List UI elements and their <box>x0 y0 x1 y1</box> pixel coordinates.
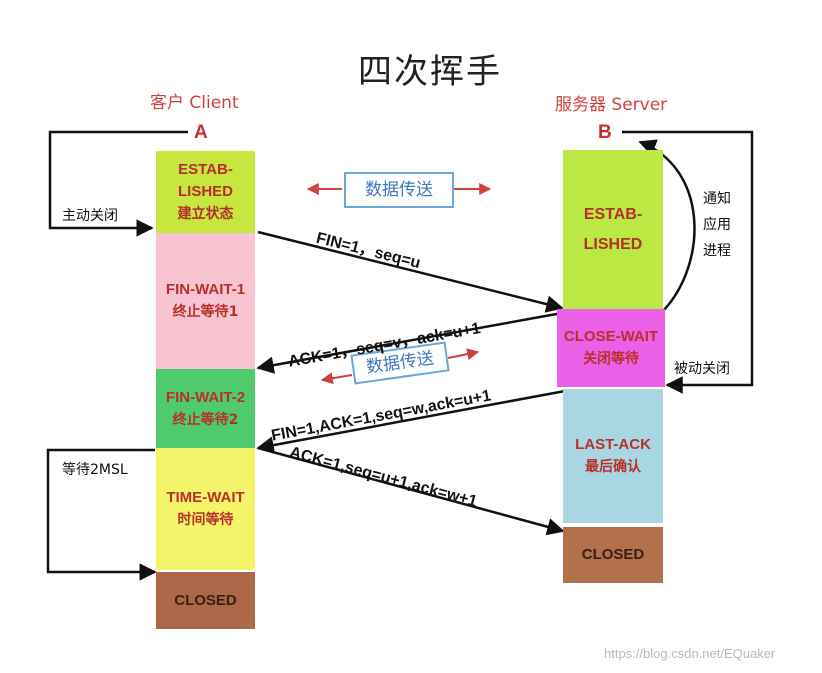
wait-2msl-label: 等待2MSL <box>62 462 128 478</box>
server-state-close-wait-en: CLOSE-WAIT <box>563 328 659 345</box>
passive-close-loop <box>622 130 754 394</box>
msg-arrow-ack1 <box>256 311 563 374</box>
client-state-time-wait-cn: 时间等待 <box>177 512 234 528</box>
server-state-established-en: ESTAB-LISHED <box>583 205 643 253</box>
client-state-time-wait: TIME-WAIT 时间等待 <box>156 448 255 570</box>
server-state-last-ack-en: LAST-ACK <box>575 436 651 453</box>
client-state-fin-wait-1-cn: 终止等待1 <box>172 304 239 320</box>
client-state-closed-en: CLOSED <box>174 591 237 609</box>
data-arrow-mid-left <box>320 372 353 385</box>
notify-app-label: 通知应用进程 <box>703 191 731 259</box>
client-state-time-wait-en: TIME-WAIT <box>166 489 245 506</box>
client-state-established-en: ESTAB-LISHED <box>177 161 233 200</box>
client-state-fin-wait-2-cn: 终止等待2 <box>172 411 239 428</box>
diagram-title: 四次挥手 <box>358 52 502 92</box>
active-close-label: 主动关闭 <box>62 208 118 224</box>
watermark: https://blog.csdn.net/EQuaker <box>604 646 776 661</box>
client-state-fin-wait-2: FIN-WAIT-2 终止等待2 <box>156 369 255 448</box>
server-state-last-ack-cn: 最后确认 <box>585 459 641 475</box>
client-node-label: A <box>194 122 208 143</box>
active-close-loop <box>48 130 188 237</box>
client-state-fin-wait-2-en: FIN-WAIT-2 <box>165 388 246 406</box>
client-state-established-cn: 建立状态 <box>177 206 234 222</box>
server-node-label: B <box>598 122 612 143</box>
msg-arrow-fin2 <box>256 389 566 454</box>
client-state-established: ESTAB-LISHED 建立状态 <box>156 151 255 233</box>
server-state-closed-en: CLOSED <box>581 546 645 563</box>
msg-arrow-fin1 <box>257 230 564 313</box>
client-state-fin-wait-1: FIN-WAIT-1 终止等待1 <box>156 233 255 369</box>
client-state-fin-wait-1-en: FIN-WAIT-1 <box>165 281 246 298</box>
server-state-close-wait: CLOSE-WAIT 关闭等待 <box>557 309 665 387</box>
data-arrow-mid-right <box>447 348 480 361</box>
server-label: 服务器 Server <box>555 95 668 115</box>
msg-arrow-ack2 <box>257 446 565 536</box>
client-label: 客户 Client <box>150 93 239 113</box>
server-state-established: ESTAB-LISHED <box>563 150 663 309</box>
passive-close-label: 被动关闭 <box>674 361 730 377</box>
wait-2msl-loop <box>46 448 157 581</box>
server-state-close-wait-cn: 关闭等待 <box>583 351 639 367</box>
server-state-last-ack: LAST-ACK 最后确认 <box>563 389 663 523</box>
data-transfer-box-top: 数据传送 <box>344 172 454 208</box>
server-state-closed: CLOSED <box>563 527 663 583</box>
client-state-closed: CLOSED <box>156 572 255 629</box>
